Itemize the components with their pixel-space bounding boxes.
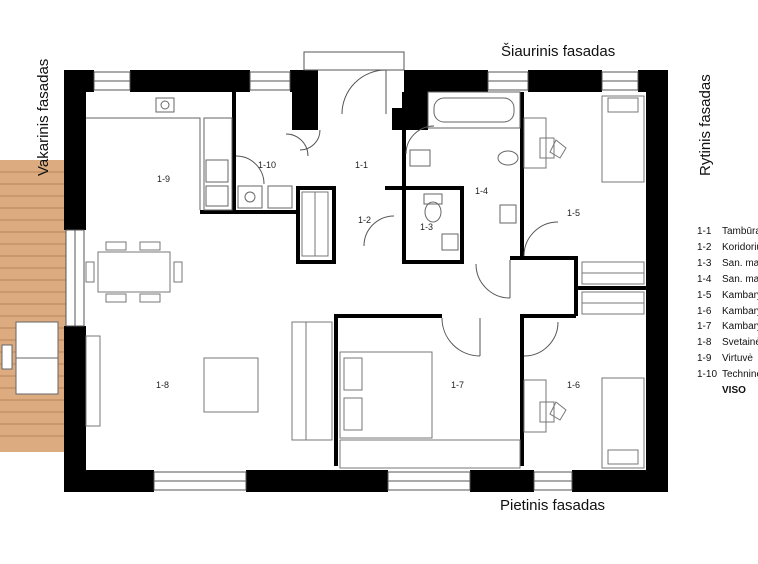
legend-code: 1-2 [697, 241, 712, 253]
room-label-1-1: 1-1 [355, 160, 368, 170]
legend-code: 1-7 [697, 321, 712, 333]
kitchen-fixtures [86, 97, 233, 211]
legend-item: 1-5 Kambary [697, 288, 758, 304]
exterior-walls [64, 70, 668, 492]
legend-code: 1-5 [697, 289, 712, 301]
legend-item: 1-2 Koridoriu [697, 240, 758, 256]
north-facade-label: Šiaurinis fasadas [501, 43, 615, 60]
wooden-deck [0, 160, 66, 452]
west-facade-label: Vakarinis fasadas [35, 59, 52, 176]
doors [235, 51, 559, 357]
dining-table [85, 241, 183, 303]
room-label-1-2: 1-2 [358, 215, 371, 225]
legend-name: Virtuvė [722, 353, 753, 365]
legend-item: 1-6 Kambary [697, 304, 758, 320]
bedroom-1-6-furniture [523, 377, 645, 469]
bedroom-1-5-furniture [523, 95, 645, 183]
legend-code: 1-8 [697, 337, 712, 349]
legend-item: 1-10 Techninė [697, 367, 758, 383]
legend-code: 1-10 [697, 369, 718, 381]
living-room-furniture [85, 321, 333, 441]
legend-total: VISO [722, 385, 746, 397]
legend-name: Techninė [722, 369, 758, 381]
room-label-1-5: 1-5 [567, 208, 580, 218]
room-label-1-4: 1-4 [475, 186, 488, 196]
wardrobes [301, 191, 645, 315]
legend-code: 1-1 [697, 226, 712, 237]
room-label-1-10: 1-10 [258, 160, 276, 170]
legend-item: 1-9 Virtuvė [697, 351, 758, 367]
legend-item: 1-3 San. ma [697, 256, 758, 272]
legend-name: Svetainė [722, 337, 758, 349]
bathroom-fixtures [409, 91, 521, 251]
room-label-1-9: 1-9 [157, 174, 170, 184]
legend-item: 1-4 San. ma [697, 272, 758, 288]
interior-walls [200, 92, 658, 466]
legend-item: 1-7 Kambary [697, 319, 758, 335]
legend-code: 1-9 [697, 353, 712, 365]
room-label-1-7: 1-7 [451, 380, 464, 390]
legend-code: 1-3 [697, 257, 712, 269]
legend-name: Koridoriu [722, 241, 758, 253]
windows [65, 71, 639, 491]
technical-fixtures [237, 185, 293, 209]
legend-name: San. ma [722, 273, 758, 285]
bedroom-furniture [339, 351, 521, 469]
legend-name: Kambary [722, 305, 758, 317]
south-facade-label: Pietinis fasadas [500, 497, 605, 514]
legend-name: Kambary [722, 289, 758, 301]
room-label-1-3: 1-3 [420, 222, 433, 232]
room-label-1-6: 1-6 [567, 380, 580, 390]
legend-name: San. ma [722, 257, 758, 269]
legend-item: 1-8 Svetainė [697, 335, 758, 351]
east-facade-label: Rytinis fasadas [697, 74, 714, 176]
room-label-1-8: 1-8 [156, 380, 169, 390]
legend-name: Tambūra [722, 226, 758, 237]
legend-name: Kambary [722, 321, 758, 333]
legend-code: 1-6 [697, 305, 712, 317]
legend-item: 1-1 Tambūra [697, 224, 758, 240]
legend-code: 1-4 [697, 273, 712, 285]
